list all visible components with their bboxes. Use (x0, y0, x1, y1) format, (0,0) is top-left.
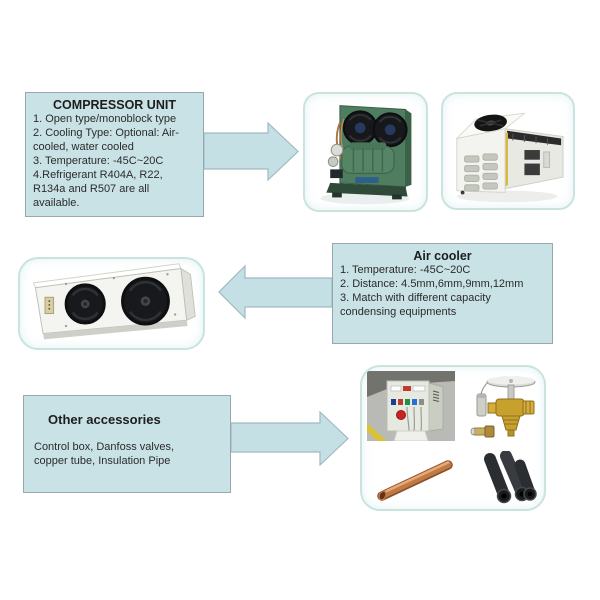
danfoss-valve-illustration (470, 376, 536, 438)
air-cooler-info-box: Air cooler 1. Temperature: -45C~20C 2. D… (332, 243, 553, 344)
air-cooler-illustration (32, 263, 196, 340)
arrow-right-icon (231, 410, 349, 467)
accessories-title: Other accessories (48, 412, 161, 427)
air-cooler-details: 1. Temperature: -45C~20C 2. Distance: 4.… (340, 264, 524, 318)
arrow-right-icon (204, 121, 299, 182)
monoblock-unit-illustration (455, 112, 564, 203)
accessories-photo-frame (360, 365, 546, 511)
monoblock-photo-frame (441, 92, 575, 210)
arrow-left-icon (218, 264, 332, 320)
accessories-details: Control box, Danfoss valves, copper tube… (34, 441, 175, 467)
compressor-photo-frame (303, 92, 428, 212)
accessories-info-box: Other accessories Control box, Danfoss v… (23, 395, 231, 493)
control-box-illustration (367, 371, 455, 441)
air-cooler-title: Air cooler (413, 249, 472, 263)
compressor-details: 1. Open type/monoblock type 2. Cooling T… (33, 113, 179, 209)
compressor-unit-illustration (320, 105, 412, 205)
compressor-title: COMPRESSOR UNIT (53, 98, 176, 112)
compressor-info-box: COMPRESSOR UNIT 1. Open type/monoblock t… (25, 92, 204, 217)
air-cooler-photo-frame (18, 257, 205, 350)
copper-tube-illustration (377, 460, 453, 501)
insulation-pipe-illustration (484, 451, 537, 504)
